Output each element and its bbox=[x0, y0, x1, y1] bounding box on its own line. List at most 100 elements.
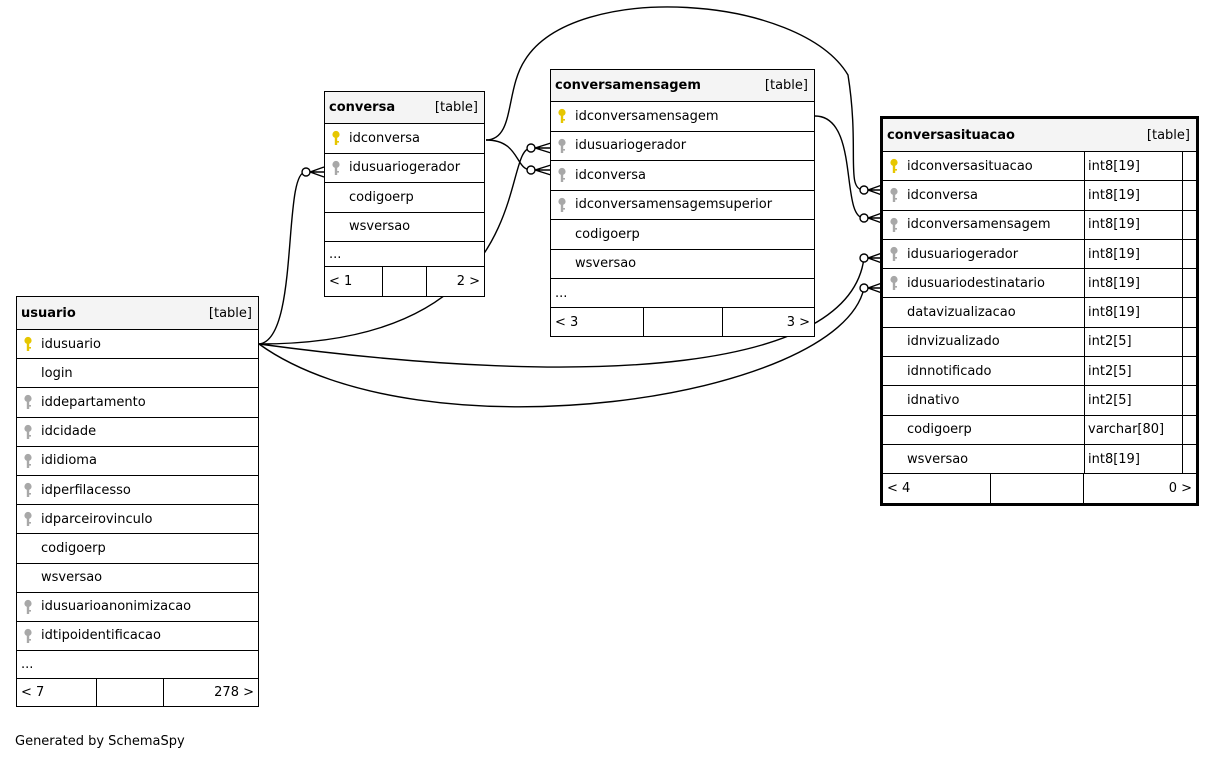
table-footer: < 1 2 > bbox=[325, 267, 484, 296]
column-row[interactable]: wsversao bbox=[17, 564, 258, 593]
column-name: idconversa bbox=[907, 187, 978, 203]
column-row[interactable]: idperfilacesso bbox=[17, 476, 258, 506]
column-name: ididioma bbox=[41, 453, 97, 469]
foreign-key-icon bbox=[889, 187, 899, 203]
table-kind: [table] bbox=[208, 305, 252, 321]
parents-count[interactable]: < 7 bbox=[21, 685, 45, 701]
table-header: conversamensagem [table] bbox=[551, 70, 814, 102]
column-row[interactable]: codigoerp bbox=[17, 534, 258, 564]
column-name: iddepartamento bbox=[41, 394, 146, 410]
footer-spacer bbox=[990, 474, 1083, 504]
edge-end-circle bbox=[859, 283, 869, 293]
column-name: idusuariogerador bbox=[349, 160, 461, 176]
column-row[interactable]: idcidade bbox=[17, 418, 258, 447]
column-row[interactable]: idparceirovinculo bbox=[17, 505, 258, 535]
column-row[interactable]: idconversa bbox=[325, 124, 484, 154]
column-type: varchar[80] bbox=[1084, 415, 1186, 444]
column-row[interactable]: idtipoidentificacao bbox=[17, 622, 258, 652]
children-count[interactable]: 3 > bbox=[722, 308, 814, 336]
table-conversasituacao[interactable]: conversasituacao [table] idconversasituaca… bbox=[880, 116, 1199, 507]
column-type: int8[19] bbox=[1084, 298, 1186, 327]
column-name: wsversao bbox=[41, 570, 103, 586]
column-row[interactable]: codigoerp bbox=[551, 220, 814, 250]
footer-spacer bbox=[96, 679, 163, 707]
children-count[interactable]: 2 > bbox=[426, 267, 484, 296]
column-row[interactable]: idusuariogerador bbox=[325, 154, 484, 183]
column-row[interactable]: wsversao bbox=[551, 250, 814, 279]
foreign-key-icon bbox=[889, 246, 899, 262]
table-kind: [table] bbox=[764, 78, 808, 93]
column-row[interactable]: idconversamensagem bbox=[551, 102, 814, 132]
children-count[interactable]: 0 > bbox=[1083, 474, 1196, 504]
table-header: conversa[table] bbox=[325, 92, 484, 124]
table-name: conversasituacao bbox=[887, 127, 1015, 143]
children-count[interactable]: 278 > bbox=[163, 679, 258, 707]
column-row[interactable]: idusuarioanonimizacao bbox=[17, 593, 258, 622]
column-row[interactable]: idusuario bbox=[17, 330, 258, 360]
edge-end-circle bbox=[859, 185, 869, 195]
column-row[interactable]: login bbox=[17, 359, 258, 389]
parents-count[interactable]: < 1 bbox=[329, 274, 353, 289]
foreign-key-icon bbox=[331, 160, 341, 176]
column-name: idconversa bbox=[575, 167, 646, 183]
column-name: wsversao bbox=[575, 256, 637, 272]
column-name: idnativo bbox=[907, 393, 960, 409]
column-row[interactable]: ididioma bbox=[17, 447, 258, 476]
column-row[interactable]: idconversamensagemsuperior bbox=[551, 191, 814, 220]
table-kind: [table] bbox=[1146, 127, 1190, 143]
column-name: idusuario bbox=[41, 336, 101, 352]
edge-end-circle bbox=[859, 213, 869, 223]
column-name: idconversasituacao bbox=[907, 158, 1033, 174]
table-header: conversasituacao [table] bbox=[883, 119, 1196, 152]
edge-end-circle bbox=[301, 167, 311, 177]
column-row[interactable]: idconversa int8[19] bbox=[883, 181, 1196, 211]
column-name: codigoerp bbox=[575, 226, 640, 242]
edge-conversa-conversamensagem bbox=[485, 139, 532, 171]
table-kind: [table] bbox=[434, 100, 478, 115]
column-type: int2[5] bbox=[1084, 327, 1186, 357]
table-conversa[interactable]: conversa[table]idconversa idusuariogerado… bbox=[324, 91, 485, 297]
column-type: int2[5] bbox=[1084, 386, 1186, 415]
crowfoot-marker bbox=[534, 164, 552, 176]
foreign-key-icon bbox=[557, 138, 567, 154]
column-row[interactable]: idusuariogerador bbox=[551, 132, 814, 161]
column-type: int8[19] bbox=[1084, 152, 1186, 181]
crowfoot-marker bbox=[534, 142, 552, 154]
foreign-key-icon bbox=[557, 197, 567, 213]
foreign-key-icon bbox=[23, 599, 33, 615]
foreign-key-icon bbox=[23, 628, 33, 644]
more-columns-indicator: ... bbox=[551, 279, 814, 308]
column-row[interactable]: codigoerp bbox=[325, 183, 484, 213]
column-row[interactable]: idnativo int2[5] bbox=[883, 386, 1196, 416]
primary-key-icon bbox=[557, 108, 567, 124]
table-footer: < 3 3 > bbox=[551, 308, 814, 336]
parents-count[interactable]: < 4 bbox=[887, 481, 911, 497]
table-name: conversamensagem bbox=[555, 78, 701, 93]
column-name: idperfilacesso bbox=[41, 482, 131, 498]
foreign-key-icon bbox=[23, 394, 33, 410]
column-name: idusuarioanonimizacao bbox=[41, 599, 192, 615]
table-name: usuario bbox=[21, 305, 76, 321]
table-conversamensagem[interactable]: conversamensagem [table] idconversamensage… bbox=[550, 69, 815, 337]
column-name: login bbox=[41, 365, 73, 381]
column-name: idconversamensagem bbox=[907, 217, 1051, 233]
column-row[interactable]: idconversasituacao int8[19] bbox=[883, 152, 1196, 182]
foreign-key-icon bbox=[889, 217, 899, 233]
column-row[interactable]: wsversao bbox=[325, 213, 484, 242]
table-usuario[interactable]: usuario [table] idusuario login iddepartamen… bbox=[16, 296, 259, 708]
column-row[interactable]: idconversa bbox=[551, 161, 814, 191]
column-type: int8[19] bbox=[1084, 181, 1186, 210]
foreign-key-icon bbox=[557, 167, 567, 183]
column-name: wsversao bbox=[907, 451, 969, 467]
edge-end-circle bbox=[526, 143, 536, 153]
parents-count[interactable]: < 3 bbox=[555, 314, 579, 330]
column-row[interactable]: iddepartamento bbox=[17, 388, 258, 418]
